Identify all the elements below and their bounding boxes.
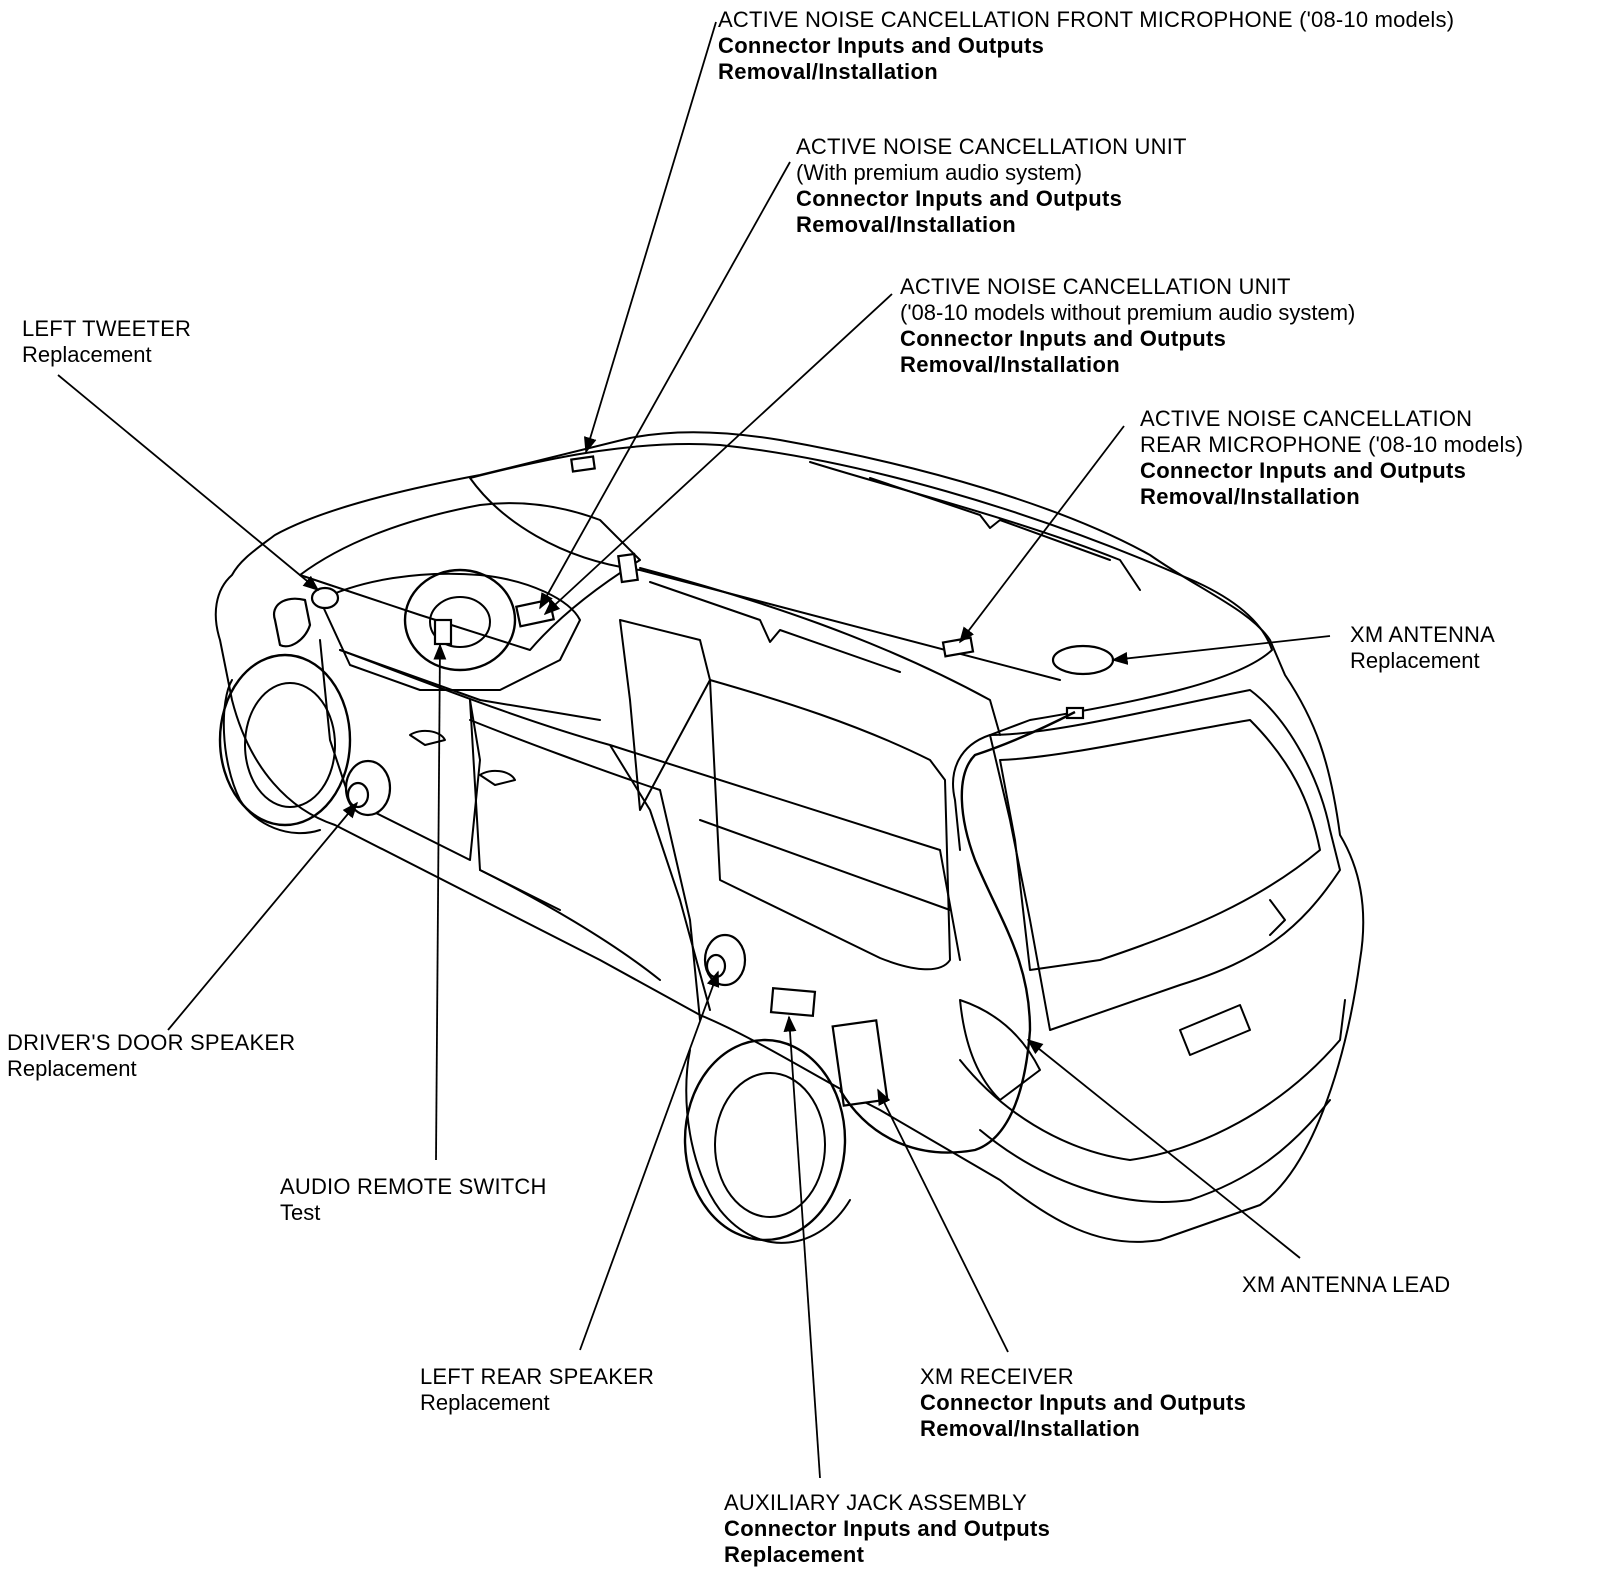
anc-unit-no-premium-part	[617, 552, 639, 584]
replacement-link[interactable]: Replacement	[420, 1390, 550, 1415]
roof-rail-left	[639, 567, 1001, 736]
removal-installation-link[interactable]: Removal/Installation	[796, 212, 1016, 237]
rear-side-window	[709, 679, 951, 971]
side-panel	[339, 649, 961, 1011]
van-outline	[214, 431, 1365, 1243]
anc-rear-mic-part	[941, 636, 975, 658]
callout-title: DRIVER'S DOOR SPEAKER	[7, 1030, 296, 1055]
callout-title: ACTIVE NOISE CANCELLATION FRONT MICROPHO…	[718, 7, 1455, 32]
rear-liftgate	[989, 689, 1341, 1031]
components	[310, 455, 1115, 1107]
leader-anc-unit-no-premium	[543, 293, 893, 616]
connector-inputs-outputs-link[interactable]: Connector Inputs and Outputs	[920, 1390, 1247, 1415]
leader-left-tweeter	[57, 374, 320, 592]
leader-anc-unit-premium	[539, 161, 791, 610]
connector-inputs-outputs-link[interactable]: Connector Inputs and Outputs	[1140, 458, 1467, 483]
test-link[interactable]: Test	[280, 1200, 321, 1225]
rear-light	[959, 999, 1041, 1101]
rear-wheel-outer	[683, 1038, 847, 1242]
anc-unit-premium-part	[514, 598, 556, 628]
callout-xm-antenna-lead: XM ANTENNA LEAD	[1242, 1272, 1450, 1298]
callout-anc-unit-no-premium: ACTIVE NOISE CANCELLATION UNIT ('08-10 m…	[900, 274, 1355, 378]
callout-anc-front-mic: ACTIVE NOISE CANCELLATION FRONT MICROPHO…	[718, 7, 1454, 85]
van-body	[214, 431, 1365, 1244]
leader-xm-antenna	[1111, 635, 1331, 665]
aux-jack-part	[769, 987, 817, 1017]
removal-installation-link[interactable]: Removal/Installation	[718, 59, 938, 84]
callout-title: XM ANTENNA	[1350, 622, 1496, 647]
xm-antenna-part	[1051, 644, 1115, 676]
roof-rail-right	[809, 461, 1141, 591]
callout-anc-rear-mic: ACTIVE NOISE CANCELLATION REAR MICROPHON…	[1140, 406, 1523, 510]
front-wheel-inner	[244, 682, 336, 808]
replacement-link[interactable]: Replacement	[7, 1056, 137, 1081]
callout-xm-receiver: XM RECEIVER Connector Inputs and Outputs…	[920, 1364, 1246, 1442]
replacement-link[interactable]: Replacement	[724, 1542, 865, 1567]
xm-receiver-part	[831, 1019, 889, 1107]
leader-xm-antenna-lead	[1026, 1038, 1301, 1259]
leader-aux-jack	[783, 1015, 821, 1479]
leader-xm-receiver	[877, 1088, 1009, 1353]
callout-title: XM ANTENNA LEAD	[1242, 1272, 1451, 1297]
rear-wheel-inner	[714, 1072, 826, 1218]
removal-installation-link[interactable]: Removal/Installation	[900, 352, 1120, 377]
replacement-link[interactable]: Replacement	[1350, 648, 1480, 673]
connector-inputs-outputs-link[interactable]: Connector Inputs and Outputs	[718, 33, 1045, 58]
callout-title: ACTIVE NOISE CANCELLATION UNIT	[796, 134, 1187, 159]
xm-antenna-lead-cable	[838, 710, 1076, 1154]
callout-xm-antenna: XM ANTENNA Replacement	[1350, 622, 1495, 674]
connector-inputs-outputs-link[interactable]: Connector Inputs and Outputs	[724, 1516, 1051, 1541]
windshield	[299, 502, 641, 651]
removal-installation-link[interactable]: Removal/Installation	[1140, 484, 1360, 509]
anc-front-mic-part	[570, 455, 596, 473]
leader-drivers-door-speaker	[167, 801, 359, 1031]
callout-subtitle: ('08-10 models without premium audio sys…	[900, 300, 1356, 325]
left-mirror	[272, 597, 312, 648]
callout-aux-jack: AUXILIARY JACK ASSEMBLY Connector Inputs…	[724, 1490, 1050, 1568]
front-door	[319, 639, 601, 861]
callout-drivers-door-speaker: DRIVER'S DOOR SPEAKER Replacement	[7, 1030, 295, 1082]
removal-installation-link[interactable]: Removal/Installation	[920, 1416, 1140, 1441]
callout-left-rear-speaker: LEFT REAR SPEAKER Replacement	[420, 1364, 654, 1416]
callout-title: LEFT REAR SPEAKER	[420, 1364, 655, 1389]
connector-inputs-outputs-link[interactable]: Connector Inputs and Outputs	[796, 186, 1123, 211]
sliding-door	[469, 719, 701, 1021]
leader-anc-rear-mic	[959, 425, 1125, 644]
callout-title: ACTIVE NOISE CANCELLATION UNIT	[900, 274, 1291, 299]
callout-title-line2: REAR MICROPHONE ('08-10 models)	[1140, 432, 1524, 457]
callout-subtitle: (With premium audio system)	[796, 160, 1083, 185]
callout-audio-remote-switch: AUDIO REMOTE SWITCH Test	[280, 1174, 547, 1226]
steering-wheel	[403, 568, 517, 672]
callout-left-tweeter: LEFT TWEETER Replacement	[22, 316, 191, 368]
leader-audio-remote-switch	[433, 643, 447, 1161]
callout-title: LEFT TWEETER	[22, 316, 192, 341]
callout-title: AUDIO REMOTE SWITCH	[280, 1174, 547, 1199]
leader-left-rear-speaker	[579, 970, 720, 1351]
rear-bumper	[959, 999, 1346, 1203]
leader-anc-front-mic	[584, 21, 717, 454]
audio-remote-switch-part	[433, 618, 453, 646]
callout-title: AUXILIARY JACK ASSEMBLY	[724, 1490, 1027, 1515]
rear-window	[999, 719, 1321, 971]
callout-title: ACTIVE NOISE CANCELLATION	[1140, 406, 1473, 431]
left-tweeter-part	[310, 586, 340, 610]
front-wheel-outer	[218, 653, 352, 827]
leader-lines	[57, 21, 1331, 1479]
callout-title: XM RECEIVER	[920, 1364, 1074, 1389]
connector-inputs-outputs-link[interactable]: Connector Inputs and Outputs	[900, 326, 1227, 351]
callout-anc-unit-premium: ACTIVE NOISE CANCELLATION UNIT (With pre…	[796, 134, 1187, 238]
replacement-link[interactable]: Replacement	[22, 342, 152, 367]
